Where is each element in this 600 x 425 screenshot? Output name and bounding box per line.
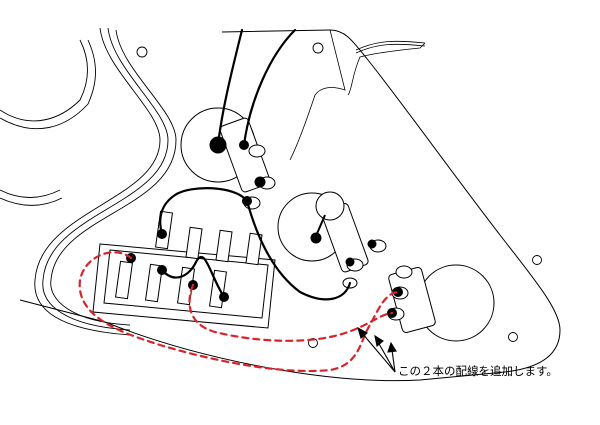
volume-pot bbox=[180, 107, 276, 210]
five-way-switch bbox=[92, 210, 276, 329]
tone-pot-1 bbox=[277, 191, 387, 289]
existing-wires bbox=[159, 28, 352, 301]
solder-point bbox=[254, 176, 266, 188]
annotation-text: この２本の配線を追加します。 bbox=[398, 364, 558, 378]
added-wires bbox=[78, 251, 400, 373]
pointer-arrows bbox=[357, 326, 397, 373]
screw-hole bbox=[312, 42, 324, 54]
screw-hole bbox=[532, 255, 542, 265]
added-wire-1 bbox=[78, 251, 400, 373]
lug bbox=[395, 265, 413, 279]
capacitor bbox=[315, 191, 345, 221]
added-wire-2 bbox=[188, 283, 394, 342]
solder-point bbox=[310, 232, 322, 244]
solder-point bbox=[367, 239, 377, 249]
screw-hole bbox=[136, 46, 148, 58]
tone-pot-2 bbox=[387, 264, 495, 342]
lug bbox=[248, 144, 266, 158]
pickguard-outline bbox=[19, 29, 561, 382]
body-contour bbox=[0, 27, 177, 336]
screw-hole bbox=[508, 332, 518, 342]
solder-point bbox=[345, 257, 355, 267]
